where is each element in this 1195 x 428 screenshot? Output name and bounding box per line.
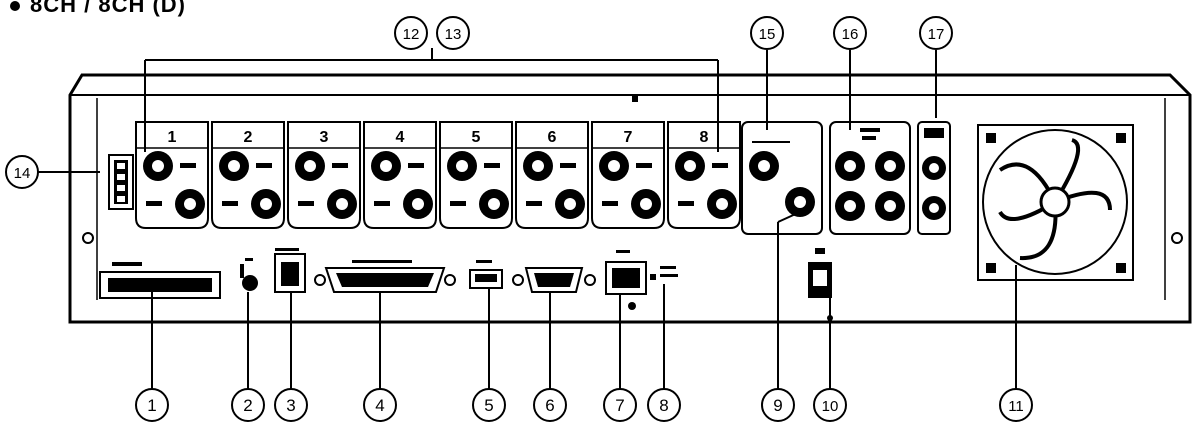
callout-label: 15 [759,26,776,43]
callout-label: 11 [1008,398,1024,415]
title-text: 8CH / 8CH (D) [30,0,187,17]
callout-label: 2 [243,396,252,415]
callout-5: 5 [472,388,506,422]
channel-label: 4 [396,129,405,146]
callout-label: 17 [928,26,945,43]
callout-label: 13 [445,26,462,43]
bnc-channel-6: 6 [515,121,589,229]
callout-label: 14 [14,165,31,182]
bnc-channel-5: 5 [439,121,513,229]
bnc-channel-3: 3 [287,121,361,229]
channel-label: 1 [168,129,177,146]
callout-1: 1 [135,388,169,422]
callout-9: 9 [761,388,795,422]
callout-3: 3 [274,388,308,422]
bnc-channel-1: 1 [135,121,209,229]
channel-label: 3 [320,129,329,146]
bnc-channel-4: 4 [363,121,437,229]
callout-8: 8 [647,388,681,422]
callout-2: 2 [231,388,265,422]
callout-label: 12 [403,26,420,43]
callout-12: 12 [394,16,428,50]
callout-label: 8 [659,396,668,415]
callout-15: 15 [750,16,784,50]
callout-label: 16 [842,26,859,43]
callout-6: 6 [533,388,567,422]
channel-label: 8 [700,129,709,146]
callout-label: 9 [773,396,782,415]
bnc-channel-2: 2 [211,121,285,229]
channel-label: 6 [548,129,557,146]
callout-14: 14 [5,155,39,189]
callout-11: 11 [999,388,1033,422]
channel-label: 7 [624,129,633,146]
callout-17: 17 [919,16,953,50]
callout-7: 7 [603,388,637,422]
channel-label: 2 [244,129,253,146]
callout-10: 10 [813,388,847,422]
channel-label: 5 [472,129,481,146]
callout-13: 13 [436,16,470,50]
callout-label: 1 [147,396,156,415]
callout-16: 16 [833,16,867,50]
callout-label: 6 [545,396,554,415]
bnc-channel-8: 8 [667,121,741,229]
callout-label: 5 [484,396,493,415]
callout-label: 3 [286,396,295,415]
callout-label: 10 [822,398,839,415]
diagram-title: 8CH / 8CH (D) [10,0,186,18]
callout-label: 7 [615,396,624,415]
callout-label: 4 [375,396,384,415]
bullet-icon [10,1,20,12]
bnc-channel-7: 7 [591,121,665,229]
callout-4: 4 [363,388,397,422]
